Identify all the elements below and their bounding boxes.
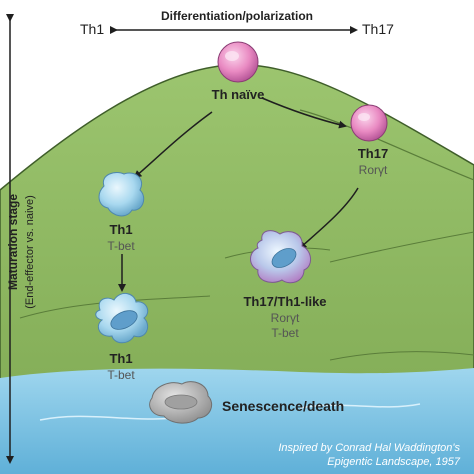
th17-cell-label: Th17 <box>357 146 389 161</box>
river <box>0 368 474 474</box>
th1-lower-label: Th1 <box>109 351 133 366</box>
th17-cell <box>350 104 388 142</box>
th1-upper-label: Th1 <box>109 222 133 237</box>
th1-cell-lower <box>95 293 149 344</box>
caption-line-2: Epigentic Landscape, 1957 <box>327 456 460 468</box>
th1-upper-marker: T-bet <box>107 239 135 253</box>
th17-pole-label: Th17 <box>362 21 394 37</box>
senescence-label: Senescence/death <box>222 398 345 414</box>
arrow-naive-to-th1 <box>133 111 213 179</box>
arrow-naive-to-th17 <box>261 97 347 129</box>
th17-th1-like-marker-1: Rorγt <box>270 311 300 325</box>
polarization-axis-title: Differentiation/polarization <box>160 9 314 23</box>
caption-line-1: Inspired by Conrad Hal Waddington's <box>278 442 460 454</box>
naive-cell <box>217 41 259 83</box>
senescent-cell <box>149 381 213 424</box>
arrow-th17-to-th17th1 <box>298 187 359 250</box>
hill-contour <box>329 231 474 263</box>
th17-th1-like-marker-2: T-bet <box>271 326 299 340</box>
naive-cell-label: Th naïve <box>211 87 265 102</box>
th17-th1-like-cell <box>250 230 311 284</box>
hill-contour <box>329 351 474 361</box>
th1-cell-upper <box>98 172 145 217</box>
maturation-axis-subtitle: (End-effector vs. naive) <box>24 195 36 309</box>
th17-marker-label: Rorγt <box>358 163 388 177</box>
maturation-axis-title: Maturation stage <box>6 193 20 291</box>
th1-pole-label: Th1 <box>80 21 105 37</box>
water-wave <box>299 403 421 409</box>
th17-th1-like-label: Th17/Th1-like <box>243 294 327 309</box>
th1-lower-marker: T-bet <box>107 368 135 382</box>
